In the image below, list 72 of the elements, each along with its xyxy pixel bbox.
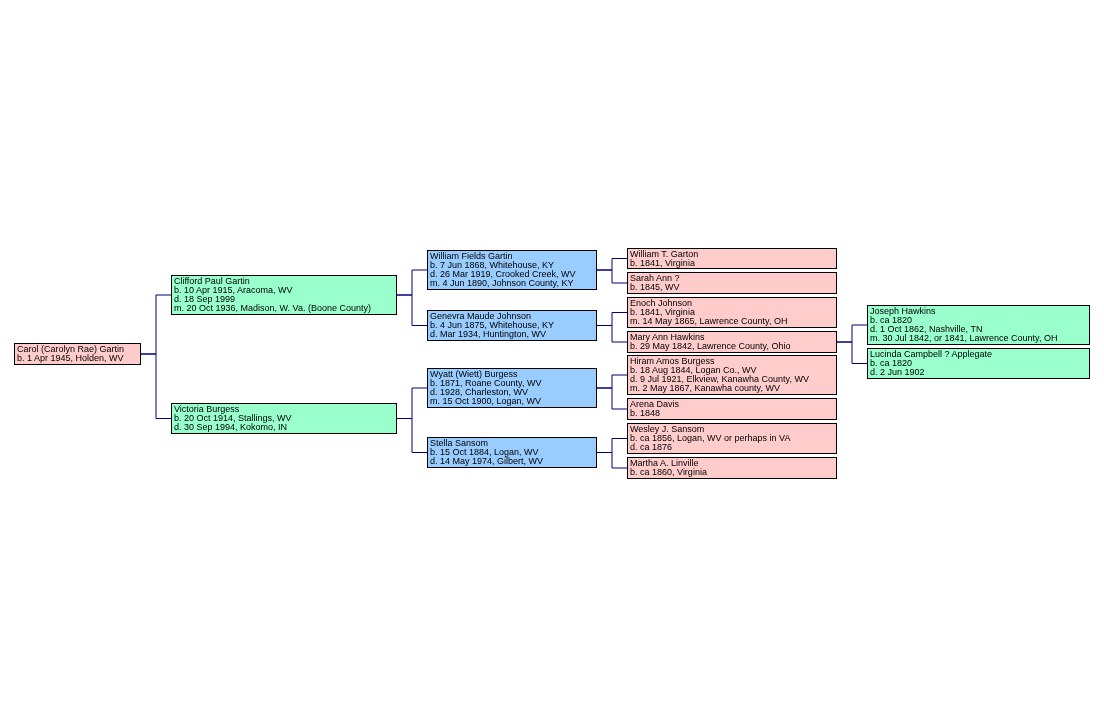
person-name: Sarah Ann ? xyxy=(630,274,681,283)
connector-line xyxy=(396,294,428,326)
life-event-text: b. 1 Apr 1945, Holden, WV xyxy=(17,354,125,363)
life-event-text: b. 1841, Virginia xyxy=(630,308,695,317)
life-event-text: d. 1 Oct 1862, Nashville, TN xyxy=(870,325,984,334)
life-event-text: b. ca 1820 xyxy=(870,316,914,325)
person-name: Wyatt (Wiett) Burgess xyxy=(430,370,518,379)
person-box xyxy=(627,457,837,479)
life-event-text: b. 20 Oct 1914, Stallings, WV xyxy=(174,414,293,423)
life-event-text: b. 1841, Virginia xyxy=(630,259,696,268)
person-box xyxy=(627,398,837,420)
person-box xyxy=(427,310,597,341)
person-box xyxy=(171,403,397,434)
person-name: Joseph Hawkins xyxy=(870,307,937,316)
life-event-text: m. 30 Jul 1842, or 1841, Lawrence County, OH xyxy=(870,334,1059,343)
person-box xyxy=(627,272,837,294)
person-box xyxy=(627,297,837,328)
person-name: Arena Davis xyxy=(630,400,681,409)
person-name: William Fields Gartin xyxy=(430,252,514,261)
person-name: Martha A. Linville xyxy=(630,459,700,468)
life-event-text: d. 30 Sep 1994, Kokomo, IN xyxy=(174,423,289,432)
life-event-text: b. 15 Oct 1884, Logan, WV xyxy=(430,448,540,457)
life-event-text: d. Mar 1934, Huntington, WV xyxy=(430,330,548,339)
life-event-text: d. 26 Mar 1919, Crooked Creek, WV xyxy=(430,270,577,279)
person-name: Hiram Amos Burgess xyxy=(630,357,715,366)
life-event-text: d. 9 Jul 1921, Elkview, Kanawha County, WV xyxy=(630,375,810,384)
life-event-text: b. 1848 xyxy=(630,409,662,418)
connector-line xyxy=(596,387,628,410)
person-name: Wesley J. Sansom xyxy=(630,425,706,434)
person-box xyxy=(627,331,837,353)
life-event-text: b. 10 Apr 1915, Aracoma, WV xyxy=(174,286,294,295)
person-name: Clifford Paul Gartin xyxy=(174,277,251,286)
life-event-text: b. 1845, WV xyxy=(630,283,681,292)
person-box xyxy=(867,348,1090,379)
person-box xyxy=(627,355,837,395)
life-event-text: b. 18 Aug 1844, Logan Co., WV xyxy=(630,366,757,375)
person-box xyxy=(867,305,1090,345)
connector-line xyxy=(596,269,628,284)
life-event-text: d. ca 1876 xyxy=(630,443,674,452)
life-event-text: b. ca 1820 xyxy=(870,359,913,368)
person-name: Victoria Burgess xyxy=(174,405,241,414)
life-event-text: b. 29 May 1842, Lawrence County, Ohio xyxy=(630,342,792,351)
life-event-text: d. 2 Jun 1902 xyxy=(870,368,926,377)
person-name: William T. Garton xyxy=(630,250,700,259)
person-name: Enoch Johnson xyxy=(630,299,694,308)
life-event-text: m. 20 Oct 1936, Madison, W. Va. (Boone County) xyxy=(174,304,372,313)
life-event-text: m. 14 May 1865, Lawrence County, OH xyxy=(630,317,789,326)
life-event-text: b. ca 1860, Virginia xyxy=(630,468,708,477)
life-event-text: b. 4 Jun 1875, Whitehouse, KY xyxy=(430,321,556,330)
life-event-text: m. 4 Jun 1890, Johnson County, KY xyxy=(430,279,575,288)
life-event-text: b. ca 1856, Logan, WV or perhaps in VA xyxy=(630,434,792,443)
person-box xyxy=(427,368,597,408)
person-box xyxy=(171,275,397,315)
connector-line xyxy=(836,341,868,364)
connector-line xyxy=(140,353,172,419)
life-event-text: b. 1871, Roane County, WV xyxy=(430,379,543,388)
life-event-text: b. 7 Jun 1868, Whitehouse, KY xyxy=(430,261,555,270)
life-event-text: m. 2 May 1867, Kanawha county, WV xyxy=(630,384,780,393)
person-box xyxy=(627,248,837,269)
person-box xyxy=(427,437,597,468)
life-event-text: d. 18 Sep 1999 xyxy=(174,295,237,304)
person-name: Lucinda Campbell ? Applegate xyxy=(870,350,994,359)
person-name: Mary Ann Hawkins xyxy=(630,333,706,342)
person-box xyxy=(14,343,141,365)
person-name: Genevra Maude Johnson xyxy=(430,312,533,321)
life-event-text: d. 14 May 1974, Gilbert, WV xyxy=(430,457,545,466)
life-event-text: d. 1928, Charleston, WV xyxy=(430,388,530,397)
person-box xyxy=(427,250,597,290)
person-name: Stella Sansom xyxy=(430,439,490,448)
life-event-text: m. 15 Oct 1900, Logan, WV xyxy=(430,397,543,406)
person-name: Carol (Carolyn Rae) Gartin xyxy=(17,345,126,354)
person-box xyxy=(627,423,837,454)
